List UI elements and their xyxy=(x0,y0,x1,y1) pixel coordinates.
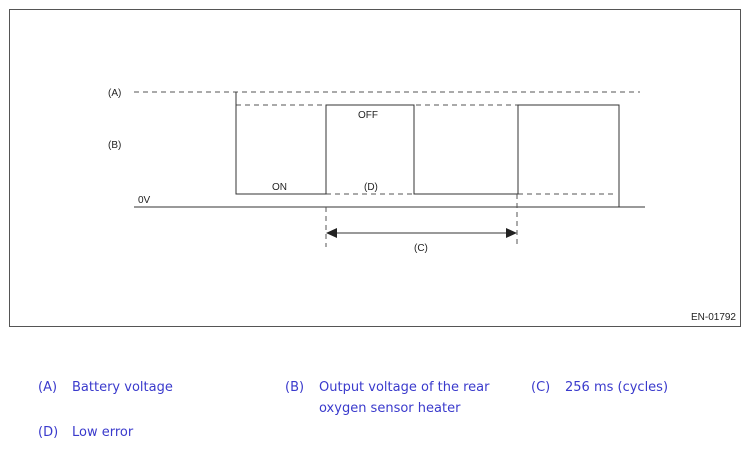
legend-key-c: (C) xyxy=(531,380,551,395)
legend-item-c: (C) 256 ms (cycles) xyxy=(531,377,731,399)
legend-item-b: (B) Output voltage of the rear oxygen se… xyxy=(285,377,515,421)
legend-key-b: (B) xyxy=(285,380,305,395)
period-arrow-right-head xyxy=(506,228,517,238)
legend-text-b: Output voltage of the rear xyxy=(319,380,490,395)
label-c: (C) xyxy=(414,243,428,254)
waveform-svg: (A) (B) 0V ON OFF (D) (C) xyxy=(108,88,645,254)
label-d: (D) xyxy=(364,182,378,193)
period-arrow-left-head xyxy=(326,228,337,238)
waveform-diagram: (A) (B) 0V ON OFF (D) (C) EN-01792 xyxy=(9,9,741,327)
legend-text-c: 256 ms (cycles) xyxy=(565,380,669,395)
legend-key-a: (A) xyxy=(38,380,58,395)
legend-text-d: Low error xyxy=(72,425,134,440)
legend-key-d: (D) xyxy=(38,425,59,440)
heater-signal-waveform xyxy=(235,92,620,207)
legend-text-a: Battery voltage xyxy=(72,380,173,395)
label-off: OFF xyxy=(358,110,378,121)
legend-text-b-line2: oxygen sensor heater xyxy=(319,401,461,416)
legend-item-a: (A) Battery voltage xyxy=(38,377,268,399)
label-zero-volt: 0V xyxy=(138,195,151,206)
label-a: (A) xyxy=(108,88,121,99)
legend-item-d: (D) Low error xyxy=(38,422,268,444)
label-b: (B) xyxy=(108,140,121,151)
label-on: ON xyxy=(272,182,287,193)
figure-code: EN-01792 xyxy=(690,312,736,323)
